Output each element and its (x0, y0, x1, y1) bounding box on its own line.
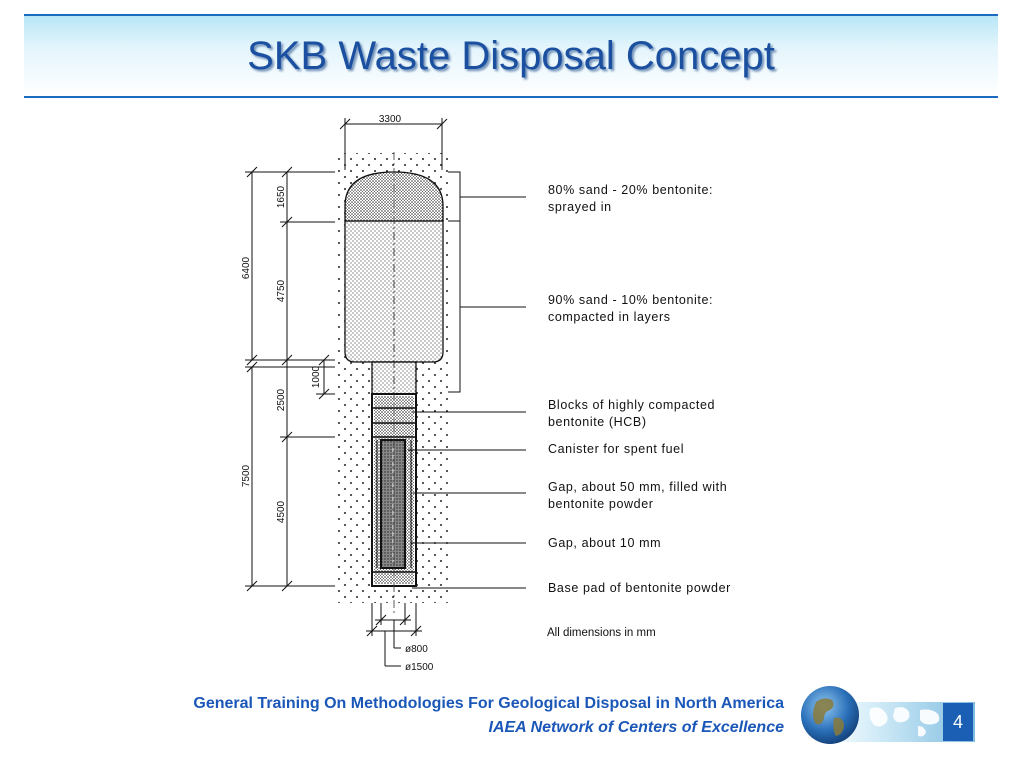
dimension-dia-800: ø800 (405, 644, 428, 655)
globe-icon (801, 686, 859, 744)
dimension-1000: 1000 (311, 365, 322, 388)
dimension-4750: 4750 (276, 279, 287, 302)
page-number: 4 (943, 703, 973, 741)
footer-network: IAEA Network of Centers of Excellence (488, 719, 785, 736)
label-hcb-blocks: Blocks of highly compacted bentonite (HC… (548, 397, 715, 431)
label-gap50-line1: Gap, about 50 mm, filled with (548, 480, 728, 494)
slide-header: SKB Waste Disposal Concept (24, 14, 998, 98)
label-canister: Canister for spent fuel (548, 442, 685, 456)
label-gap50-line2: bentonite powder (548, 497, 654, 511)
dimension-dia-1500: ø1500 (405, 662, 434, 673)
dimension-top-3300: 3300 (379, 114, 402, 125)
dimension-7500: 7500 (241, 464, 252, 487)
label-compacted-line1: 90% sand - 10% bentonite: (548, 293, 714, 307)
label-hcb-line2: bentonite (HCB) (548, 415, 647, 429)
label-compacted-bentonite: 90% sand - 10% bentonite: compacted in l… (548, 292, 713, 326)
label-gap-10mm: Gap, about 10 mm (548, 536, 662, 550)
footer-course-title: General Training On Methodologies For Ge… (193, 695, 784, 712)
dimension-6400: 6400 (241, 256, 252, 279)
label-base-pad: Base pad of bentonite powder (548, 581, 731, 595)
label-sprayed-line1: 80% sand - 20% bentonite: (548, 183, 714, 197)
label-gap-50mm: Gap, about 50 mm, filled with bentonite … (548, 479, 727, 513)
dimension-2500: 2500 (276, 388, 287, 411)
dimension-4500: 4500 (276, 500, 287, 523)
dimension-3300 (339, 118, 448, 170)
dimensions-note: All dimensions in mm (547, 627, 656, 639)
label-sprayed-line2: sprayed in (548, 200, 612, 214)
label-sprayed-bentonite: 80% sand - 20% bentonite: sprayed in (548, 182, 713, 216)
dimension-1650: 1650 (276, 185, 287, 208)
label-compacted-line2: compacted in layers (548, 310, 671, 324)
label-hcb-line1: Blocks of highly compacted (548, 398, 716, 412)
slide-title: SKB Waste Disposal Concept (247, 34, 775, 78)
